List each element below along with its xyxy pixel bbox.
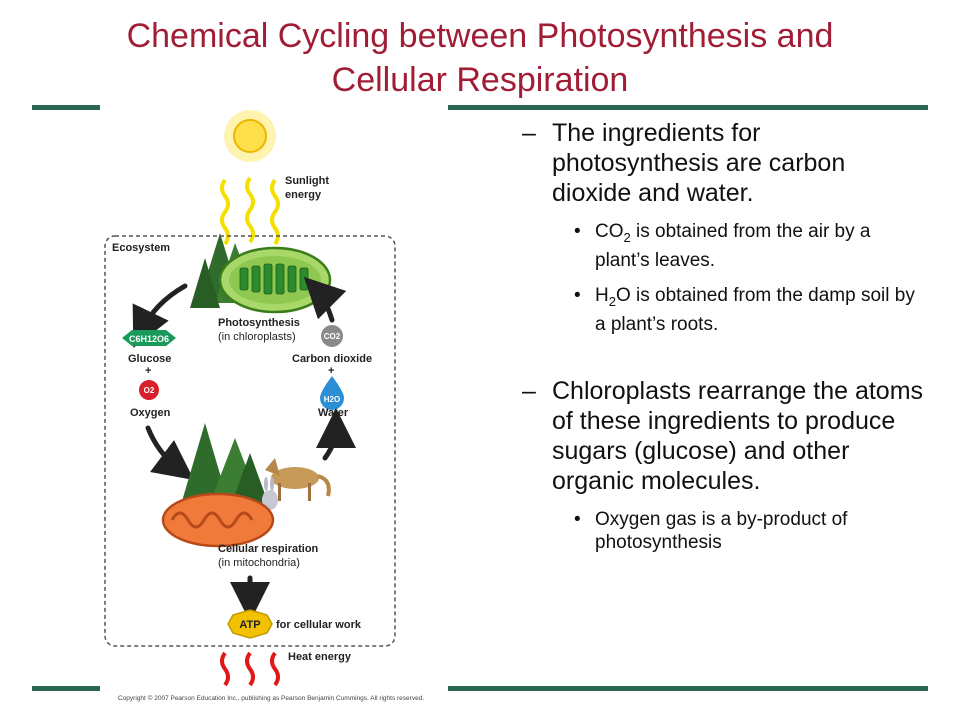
water-label: Water [318,407,349,419]
cycle-arrows [132,276,356,622]
h2o-subscript: 2 [608,293,616,309]
photosynthesis-sub-label: (in chloroplasts) [218,331,296,343]
glucose-formula: C6H12O6 [129,334,169,344]
sub-point-h2o: • H2O is obtained from the damp soil by … [522,284,927,336]
respiration-label: Cellular respiration [218,543,319,555]
point-ingredients: – The ingredients for photosynthesis are… [522,118,927,208]
bullet-text-area: – The ingredients for photosynthesis are… [522,118,927,684]
mitochondrion-icon [161,492,275,548]
title-line-1: Chemical Cycling between Photosynthesis … [126,17,834,55]
co2-molecule-icon: CO2 [321,325,343,347]
co2-subscript: 2 [623,229,631,245]
sub-point-co2: • CO2 is obtained from the air by a plan… [522,220,927,272]
bottom-rule-left [32,686,100,691]
oxygen-molecule-icon: O2 [139,380,159,400]
co2-text-post: is obtained from the air by a plant’s le… [595,221,871,271]
glucose-molecule-icon: C6H12O6 [122,330,176,346]
bottom-rule-right [448,686,928,691]
title-line-2: Cellular Respiration [331,61,629,99]
oxygen-label: Oxygen [130,407,171,419]
chemical-cycling-diagram: Sunlight energy Ecosystem Photosynthesis… [104,110,424,702]
h2o-text-pre: H [595,284,609,306]
point-ingredients-text: The ingredients for photosynthesis are c… [552,119,846,207]
cellular-work-label: for cellular work [276,619,362,631]
point-chloroplasts-text: Chloroplasts rearrange the atoms of thes… [552,376,924,495]
fox-icon [265,458,331,501]
heat-rays-icon [220,651,280,687]
bullet-marker: • [574,284,581,306]
plus-left: + [145,365,151,377]
copyright-text: Copyright © 2007 Pearson Education Inc.,… [118,694,424,702]
oxygen-formula: O2 [144,386,155,395]
co2-formula: CO2 [324,332,341,341]
h2o-text-post: O is obtained from the damp soil by a pl… [595,284,915,335]
sunlight-label-1: Sunlight [285,175,329,187]
sunlight-rays-icon [220,176,280,246]
top-rule-left [32,105,100,110]
water-drop-icon: H2O [320,376,344,410]
point-chloroplasts: – Chloroplasts rearrange the atoms of th… [522,376,927,496]
water-formula: H2O [324,395,340,404]
glucose-label: Glucose [128,353,171,365]
co2-text-pre: CO [595,221,624,242]
heat-energy-label: Heat energy [288,651,352,663]
photosynthesis-label: Photosynthesis [218,317,300,329]
respiration-sub-label: (in mitochondria) [218,557,300,569]
slide-title: Chemical Cycling between Photosynthesis … [40,14,920,102]
atp-label: ATP [239,619,260,631]
ecosystem-label: Ecosystem [112,242,170,254]
sunlight-label-2: energy [285,189,322,201]
bullet-marker: • [574,508,581,530]
atp-icon: ATP [227,609,273,639]
dash-marker: – [522,119,536,147]
dash-marker: – [522,376,536,405]
trees-bottom-icon [180,423,270,508]
ecosystem-boundary [104,235,396,647]
top-rule-right [448,105,928,110]
plus-right: + [328,365,334,377]
bullet-marker: • [574,221,581,242]
oxygen-byproduct-text: Oxygen gas is a by-product of photosynth… [595,508,848,553]
carbon-dioxide-label: Carbon dioxide [292,353,372,365]
sun-icon [224,110,276,162]
sub-point-oxygen: • Oxygen gas is a by-product of photosyn… [522,508,927,554]
rabbit-icon [262,477,278,510]
chloroplast-icon [218,246,332,314]
